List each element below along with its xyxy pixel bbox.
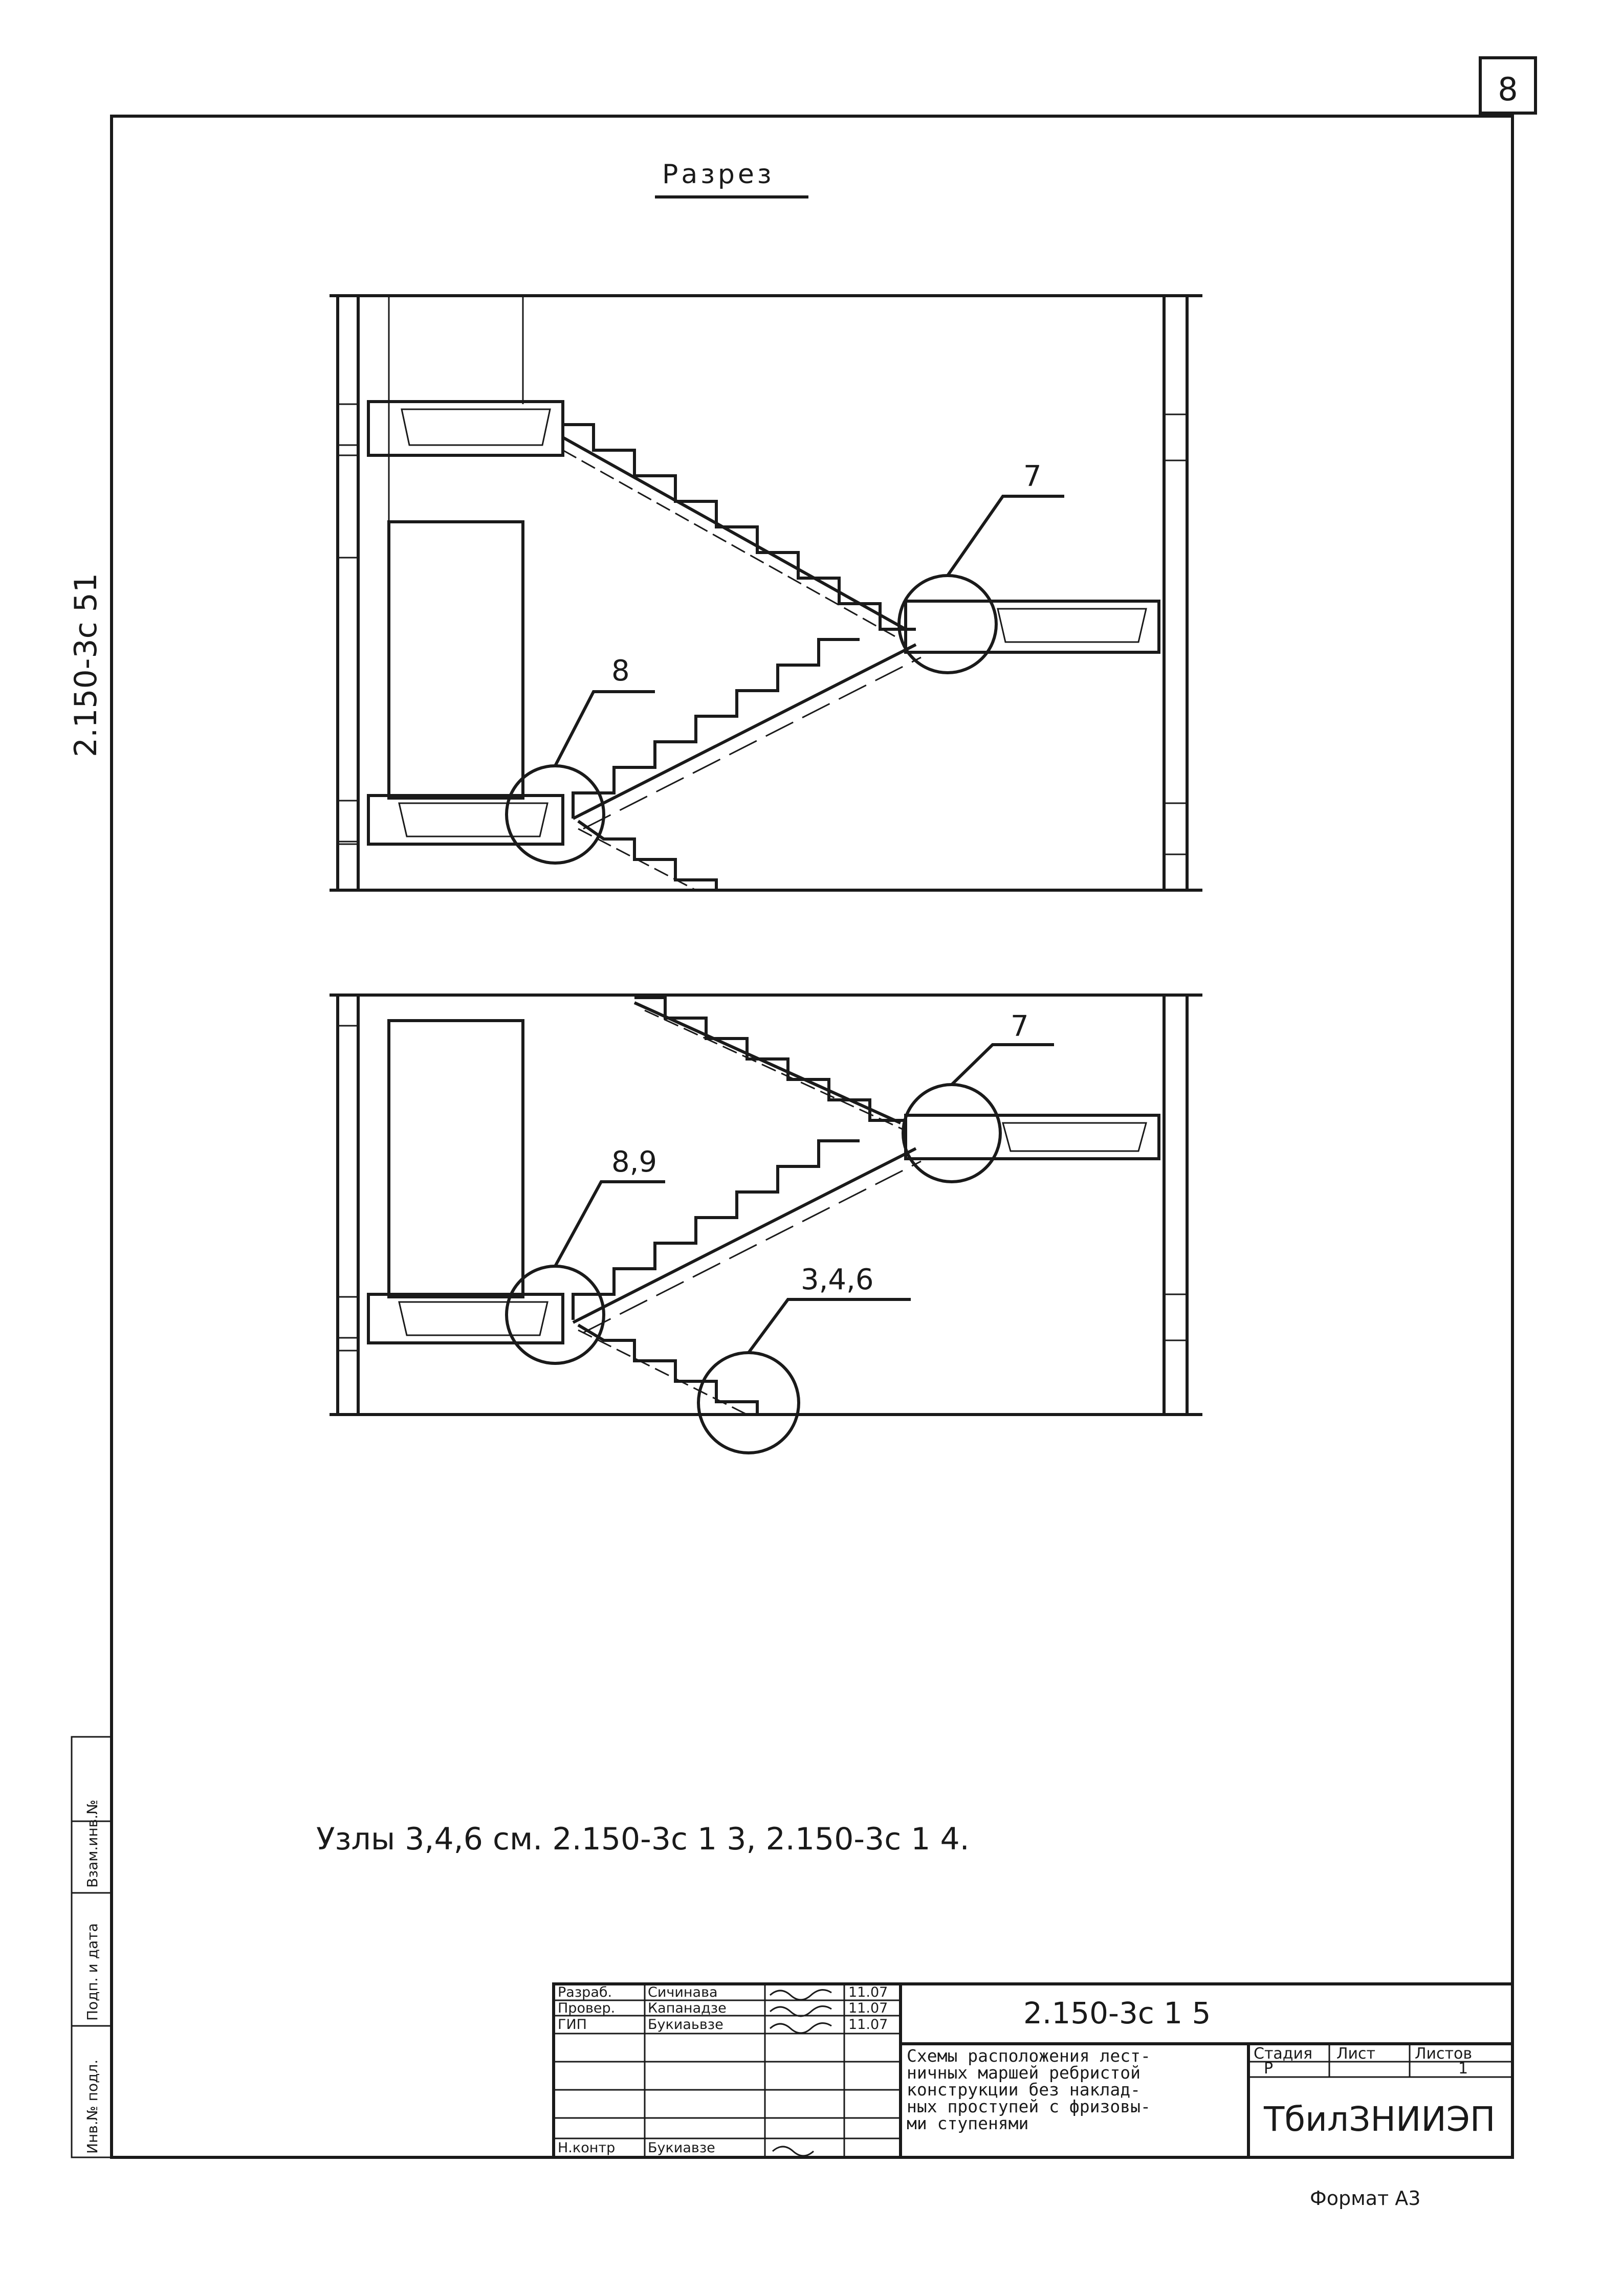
callout-lower-7: 7 [1011, 1010, 1029, 1043]
callout-upper-8: 8 [611, 654, 630, 688]
section-lower: 7 8,9 3,4,6 [330, 994, 1202, 1454]
page-number: 8 [1498, 71, 1518, 108]
tb-date-0: 11.07 [848, 1984, 888, 2000]
tb-date-1: 11.07 [848, 2000, 888, 2016]
tb-name-1: Капанадзе [648, 2000, 727, 2016]
stamp-replace-label: Взам.инв.№ [84, 1800, 101, 1888]
tb-sheets-label: Листов [1415, 2045, 1472, 2063]
stamp-inv-label: Инв.№ подл. [84, 2060, 101, 2154]
callout-upper-7: 7 [1023, 460, 1042, 493]
tb-organization: ТбилЗНИИЭП [1263, 2100, 1496, 2139]
format-label: Формат А3 [1310, 2187, 1420, 2210]
tb-sheets-value: 1 [1458, 2060, 1468, 2078]
tb-stage-label: Стадия [1254, 2045, 1312, 2063]
title-block: Разраб. Сичинава 11.07 Провер. Капанадзе… [552, 1982, 1514, 2159]
tb-desc-1: ничных маршей ребристой [907, 2063, 1141, 2083]
tb-role-1: Провер. [558, 2000, 615, 2016]
tb-sheet-label: Лист [1336, 2045, 1375, 2063]
tb-role-6: Н.контр [558, 2140, 615, 2156]
tb-name-2: Букиаьвзе [648, 2017, 723, 2033]
callout-lower-8-9: 8,9 [611, 1145, 657, 1179]
tb-name-0: Сичинава [648, 1984, 718, 2000]
stamp-sign-label: Подп. и дата [84, 1923, 101, 2021]
tb-desc-2: конструкции без наклад- [907, 2080, 1141, 2100]
tb-stage-value: Р [1264, 2060, 1273, 2078]
section-upper: 7 8 [330, 294, 1202, 892]
callout-lower-3-4-6: 3,4,6 [801, 1263, 874, 1296]
tb-role-0: Разраб. [558, 1984, 612, 2000]
drawing-title: Разрез [662, 159, 775, 190]
tb-desc-0: Схемы расположения лест- [907, 2046, 1151, 2066]
tb-date-2: 11.07 [848, 2017, 888, 2033]
tb-role-2: ГИП [558, 2017, 587, 2033]
page-number-box: 8 [1479, 56, 1537, 115]
side-code: 2.150-3c 51 [68, 573, 104, 757]
tb-desc-3: ных проступей с фризовы- [907, 2096, 1151, 2116]
tb-name-6: Букиавзе [648, 2140, 715, 2156]
nodes-note: Узлы 3,4,6 см. 2.150-3с 1 3, 2.150-3с 1 … [316, 1821, 970, 1857]
tb-code: 2.150-3с 1 5 [1023, 1996, 1211, 2030]
tb-desc-4: ми ступенями [907, 2113, 1028, 2133]
side-stamp: Инв.№ подл. Подп. и дата Взам.инв.№ [71, 1736, 113, 2158]
